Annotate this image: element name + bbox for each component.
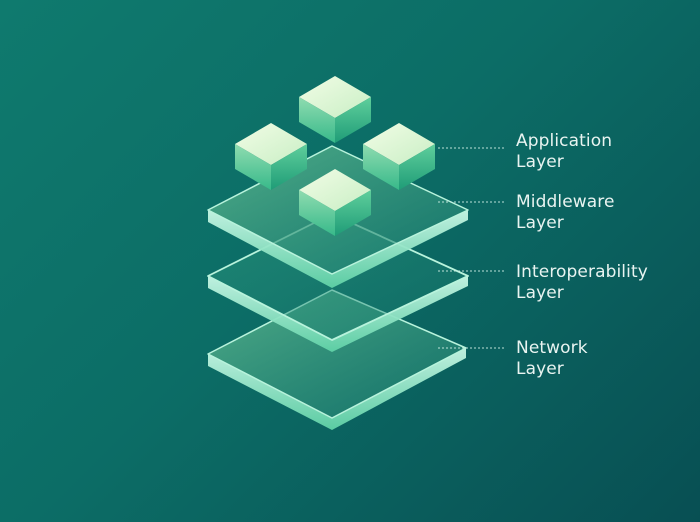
middleware-layer-label: Middleware Layer: [516, 192, 615, 234]
network-layer-label-line1: Network: [516, 338, 588, 358]
cube-top: [299, 76, 371, 143]
network-layer-label: Network Layer: [516, 338, 588, 380]
middleware-layer-label-line2: Layer: [516, 213, 564, 233]
cube-front: [299, 169, 371, 236]
interoperability-layer-label-line2: Layer: [516, 283, 564, 303]
application-layer-label-line1: Application: [516, 131, 613, 151]
interoperability-layer-label: Interoperability Layer: [516, 262, 648, 304]
interoperability-layer-label-line1: Interoperability: [516, 262, 648, 282]
network-layer-label-line2: Layer: [516, 359, 564, 379]
cube-right: [363, 123, 435, 190]
cube-left: [235, 123, 307, 190]
middleware-layer-label-line1: Middleware: [516, 192, 615, 212]
application-layer-label: Application Layer: [516, 131, 612, 173]
application-layer-label-line2: Layer: [516, 152, 564, 172]
